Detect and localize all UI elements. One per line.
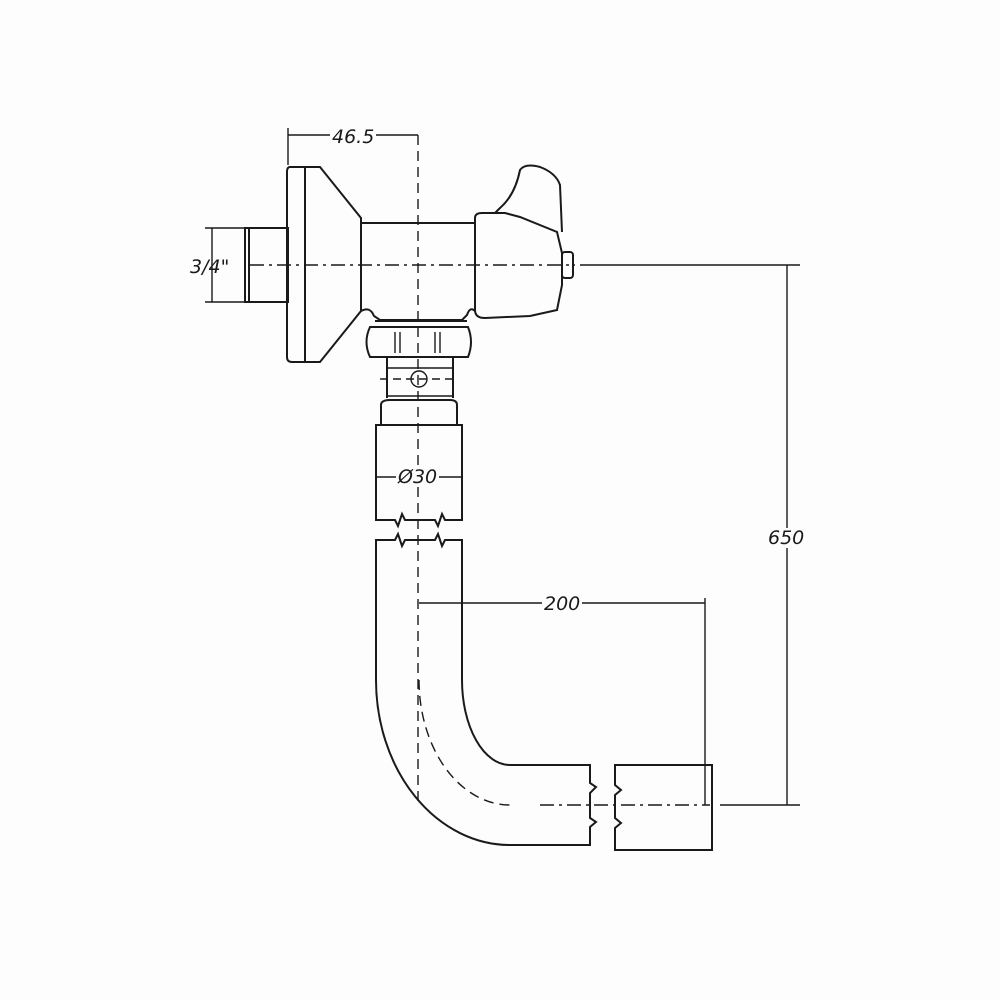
- dim-3-4: [205, 227, 245, 303]
- bent-pipe: [375, 531, 598, 846]
- pipe-outlet-end: [614, 764, 713, 851]
- pipe-adapter: [380, 357, 458, 425]
- dimension-label-depth: 46.5: [330, 126, 377, 148]
- dimension-label-diameter: Ø30: [396, 466, 440, 488]
- dimension-label-offset: 200: [542, 593, 583, 615]
- dimension-label-thread: 3/4": [190, 256, 230, 278]
- push-button-handle[interactable]: [474, 164, 574, 320]
- union-nut: [365, 320, 472, 358]
- dimension-label-height: 650: [766, 527, 807, 549]
- wall-flange: [286, 166, 362, 363]
- upper-pipe-segment: [375, 424, 463, 529]
